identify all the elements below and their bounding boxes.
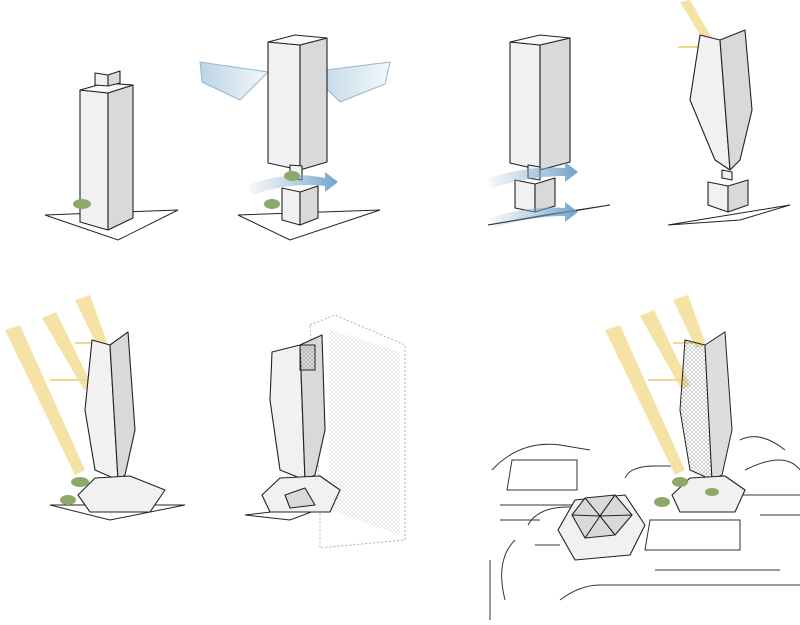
panel-5-solar-facets xyxy=(5,295,186,521)
tower-front xyxy=(679,339,713,481)
tower-top xyxy=(267,34,328,46)
panel-6-facade-skin xyxy=(244,314,406,549)
crown-box xyxy=(94,72,109,87)
tower-side xyxy=(109,331,136,481)
tower-side xyxy=(704,331,733,481)
road xyxy=(506,459,578,491)
road xyxy=(559,569,800,601)
podium-side xyxy=(299,185,319,226)
sun-ray-icon xyxy=(673,295,706,348)
podium-front xyxy=(281,187,301,226)
panel-2-wind-split xyxy=(199,34,391,241)
tower-side xyxy=(719,29,753,171)
sun-ray-icon xyxy=(605,325,685,475)
road xyxy=(735,459,800,516)
tree-icon xyxy=(73,199,91,209)
panel-3-wind-flow xyxy=(487,34,611,228)
sun-ray-icon xyxy=(75,295,108,348)
panel-1-simple-tower xyxy=(44,70,179,241)
street-grid xyxy=(489,436,800,620)
tree-icon xyxy=(654,497,670,507)
road xyxy=(489,539,560,620)
tower-front xyxy=(689,34,731,171)
tower-side xyxy=(299,334,326,481)
panel-4-tapered-tower xyxy=(667,0,791,226)
tree-icon xyxy=(284,171,300,181)
podium-void xyxy=(284,487,316,509)
podium xyxy=(77,475,166,513)
tower-side xyxy=(539,37,571,171)
tree-icon xyxy=(71,477,89,487)
tree-icon xyxy=(672,477,688,487)
dome-icon xyxy=(557,494,646,561)
tower-front xyxy=(267,41,301,171)
road xyxy=(527,506,619,526)
road xyxy=(739,436,786,451)
road xyxy=(624,465,675,479)
wind-wedge-right xyxy=(308,61,391,103)
podium-side xyxy=(534,177,556,213)
tree-icon xyxy=(60,495,76,505)
tower-front xyxy=(509,41,541,171)
tower-top xyxy=(509,34,571,46)
wind-arrow-icon xyxy=(248,172,338,195)
crown-side xyxy=(107,70,121,87)
ground-shadow xyxy=(667,204,791,226)
wind-arrow-icon xyxy=(490,202,578,228)
tower-front xyxy=(84,339,119,481)
tower-front xyxy=(79,89,109,231)
road xyxy=(491,443,591,471)
tree-icon xyxy=(705,488,719,496)
sun-ray-icon xyxy=(5,325,85,475)
tower-front xyxy=(269,344,306,481)
podium-side xyxy=(727,179,749,213)
tower-side xyxy=(299,37,328,171)
wind-wedge-left xyxy=(199,61,270,101)
road xyxy=(644,519,741,551)
wind-arrow-icon xyxy=(488,162,578,188)
dome-ribs xyxy=(571,494,633,539)
sun-ray-icon xyxy=(680,0,716,48)
podium-front xyxy=(707,181,729,213)
panel-7-urban-context xyxy=(489,295,800,620)
facade-mesh xyxy=(330,330,400,535)
neck xyxy=(721,169,733,181)
sun-ray-icon xyxy=(42,312,92,390)
tower-side xyxy=(107,84,134,231)
podium-front xyxy=(514,179,536,213)
facade-panel xyxy=(299,344,316,371)
tree-icon xyxy=(264,199,280,209)
sun-ray-icon xyxy=(640,310,690,390)
